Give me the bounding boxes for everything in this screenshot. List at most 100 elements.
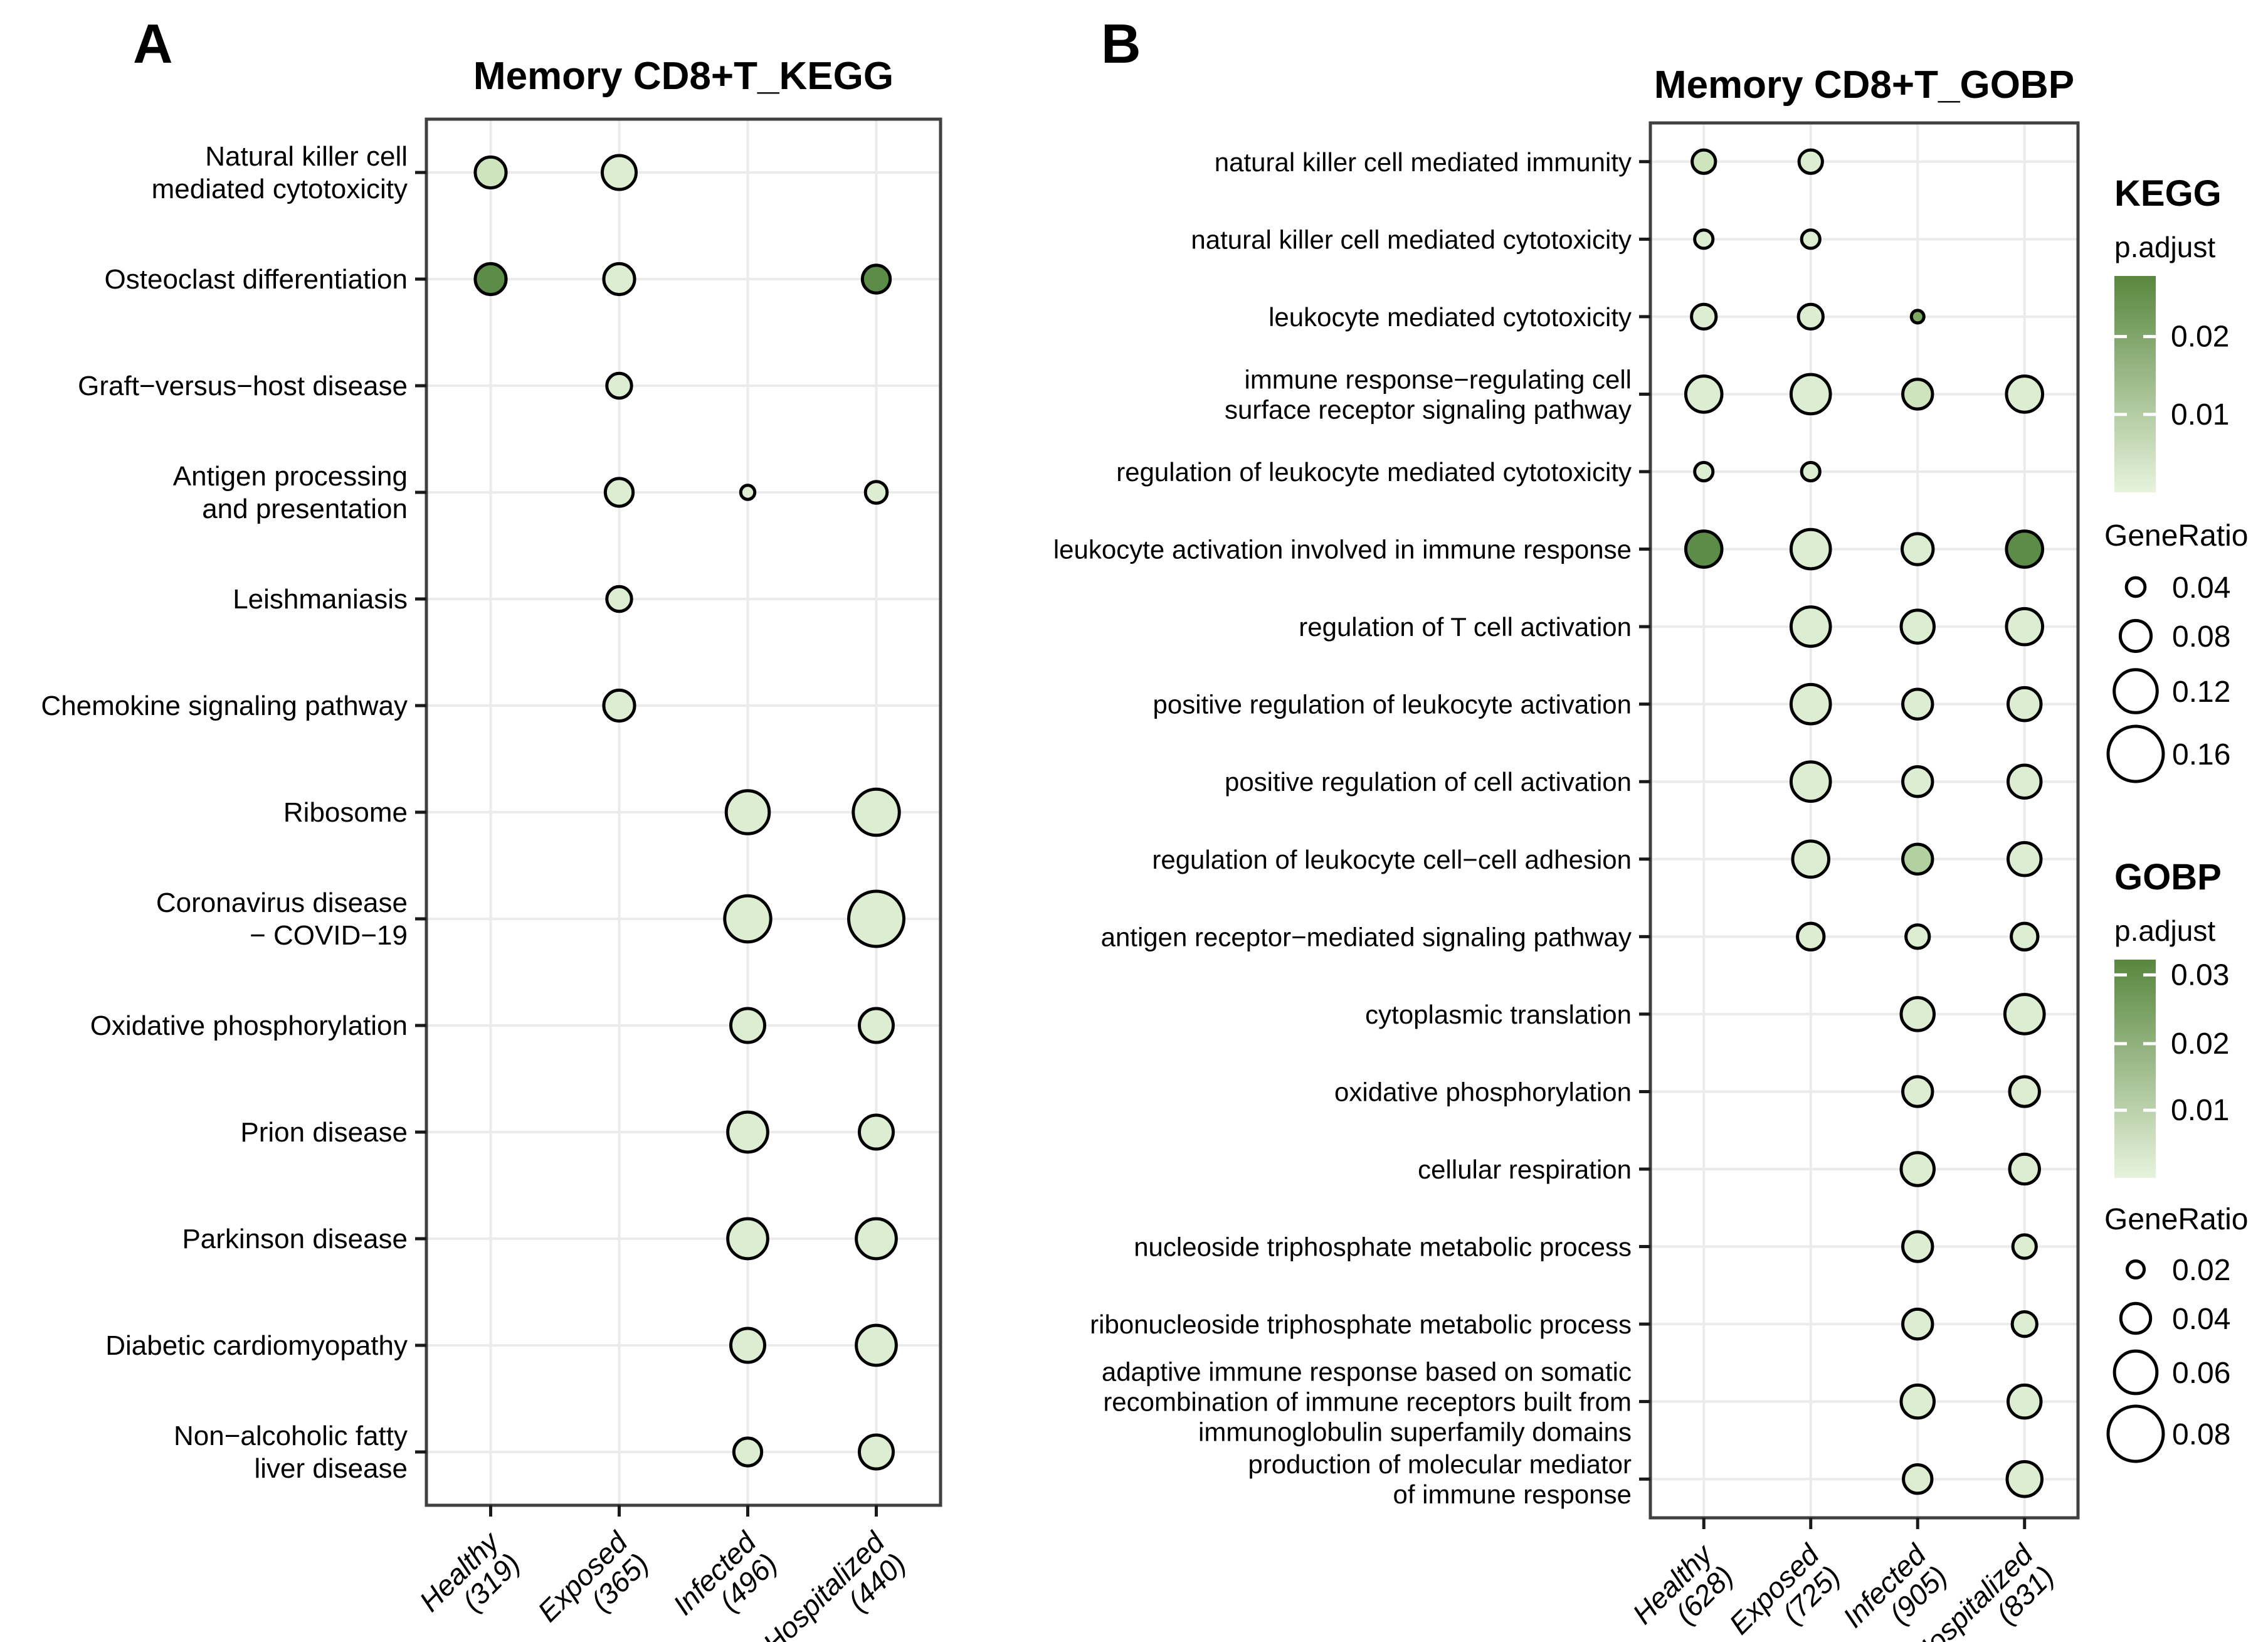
enrichment-dot bbox=[601, 154, 638, 191]
enrichment-dot bbox=[1789, 373, 1832, 416]
legend-title: KEGG bbox=[2114, 173, 2222, 214]
padjust-tick-label: 0.02 bbox=[2171, 1027, 2229, 1061]
enrichment-dot bbox=[2007, 686, 2043, 723]
enrichment-dot bbox=[2005, 529, 2045, 569]
enrichment-dot bbox=[2008, 1152, 2041, 1186]
pathway-label: regulation of T cell activation bbox=[1299, 612, 1632, 642]
generatio-size-circle bbox=[2106, 1404, 2165, 1463]
enrichment-dot bbox=[473, 262, 508, 297]
enrichment-dot bbox=[1901, 765, 1934, 798]
generatio-size-label: 0.04 bbox=[2172, 1303, 2230, 1336]
legend-kegg: KEGGp.adjust0.020.01GeneRatio0.040.080.1… bbox=[2104, 173, 2248, 783]
pathway-label: production of molecular mediator bbox=[1248, 1449, 1632, 1479]
enrichment-dot bbox=[605, 585, 633, 613]
pathway-label: Antigen processing bbox=[173, 461, 408, 492]
enrichment-dot bbox=[605, 371, 633, 400]
enrichment-dot bbox=[2010, 1310, 2039, 1338]
padjust-colorbar bbox=[2114, 960, 2156, 1178]
pathway-label: Parkinson disease bbox=[182, 1224, 408, 1254]
enrichment-dot bbox=[1797, 148, 1824, 175]
pathway-label: Coronavirus disease bbox=[156, 887, 408, 918]
panel-letter: B bbox=[1101, 13, 1141, 75]
pathway-label: mediated cytotoxicity bbox=[152, 174, 408, 204]
padjust-label: p.adjust bbox=[2114, 231, 2215, 263]
enrichment-dot bbox=[723, 894, 773, 944]
pathway-label: nucleoside triphosphate metabolic proces… bbox=[1134, 1232, 1632, 1262]
enrichment-dot bbox=[602, 262, 636, 297]
pathway-label: Non−alcoholic fatty bbox=[174, 1421, 408, 1451]
generatio-size-circle bbox=[2106, 724, 2165, 783]
enrichment-dot bbox=[858, 1007, 895, 1044]
pathway-label: Ribosome bbox=[283, 797, 408, 828]
generatio-size-label: 0.04 bbox=[2172, 571, 2230, 605]
pathway-label: Prion disease bbox=[240, 1117, 408, 1148]
pathway-label: Graft−versus−host disease bbox=[78, 371, 408, 401]
enrichment-dot bbox=[858, 1113, 895, 1151]
pathway-label: leukocyte mediated cytotoxicity bbox=[1268, 302, 1632, 332]
enrichment-dot bbox=[858, 1433, 895, 1471]
pathway-label: immunoglobulin superfamily domains bbox=[1198, 1417, 1632, 1447]
enrichment-dot bbox=[1901, 1307, 1934, 1341]
enrichment-dot bbox=[1796, 921, 1826, 951]
enrichment-dot bbox=[1899, 996, 1936, 1032]
generatio-size-circle bbox=[2119, 1301, 2153, 1335]
enrichment-dot bbox=[2007, 1383, 2043, 1420]
pathway-label: and presentation bbox=[202, 494, 408, 524]
enrichment-dot bbox=[729, 1007, 766, 1044]
enrichment-dot bbox=[726, 1110, 769, 1154]
enrichment-dot bbox=[1684, 374, 1724, 414]
pathway-label: ribonucleoside triphosphate metabolic pr… bbox=[1090, 1310, 1632, 1339]
enrichment-dot bbox=[473, 155, 508, 190]
pathway-label: − COVID−19 bbox=[250, 920, 408, 951]
padjust-label: p.adjust bbox=[2114, 914, 2215, 947]
pathway-label: of immune response bbox=[1393, 1480, 1632, 1509]
pathway-label: adaptive immune response based on somati… bbox=[1102, 1357, 1632, 1387]
generatio-size-circle bbox=[2112, 1349, 2159, 1396]
enrichment-dot bbox=[603, 477, 635, 508]
enrichment-dot bbox=[2007, 763, 2043, 800]
enrichment-dot bbox=[855, 1323, 898, 1367]
pathway-label: Leishmaniasis bbox=[233, 584, 408, 615]
pathway-label: Oxidative phosphorylation bbox=[90, 1010, 408, 1041]
pathway-label: antigen receptor−mediated signaling path… bbox=[1101, 922, 1632, 951]
enrichment-dot bbox=[863, 480, 889, 505]
generatio-size-circle bbox=[2118, 618, 2153, 654]
enrichment-dot bbox=[1899, 608, 1936, 645]
panel-title: Memory CD8+T_KEGG bbox=[473, 55, 894, 98]
pathway-label: Osteoclast differentiation bbox=[105, 264, 408, 295]
plot-frame bbox=[1648, 121, 2080, 1520]
pathway-label: positive regulation of leukocyte activat… bbox=[1153, 690, 1632, 719]
enrichment-dot bbox=[1789, 760, 1832, 803]
enrichment-dot bbox=[1899, 1383, 1936, 1420]
pathway-label: recombination of immune receptors built … bbox=[1103, 1387, 1632, 1417]
enrichment-dot bbox=[1901, 687, 1934, 721]
enrichment-dot bbox=[1800, 228, 1822, 250]
enrichment-dot bbox=[1693, 228, 1715, 250]
enrichment-dot bbox=[1690, 302, 1718, 331]
enrichment-dot bbox=[1789, 682, 1832, 726]
pathway-label: natural killer cell mediated cytotoxicit… bbox=[1191, 225, 1632, 254]
enrichment-dot bbox=[2005, 1459, 2044, 1498]
enrichment-dot bbox=[2005, 606, 2045, 647]
generatio-label: GeneRatio bbox=[2104, 519, 2248, 553]
enrichment-dot bbox=[739, 484, 757, 501]
generatio-size-circle bbox=[2124, 576, 2147, 598]
pathway-label: oxidative phosphorylation bbox=[1334, 1077, 1632, 1106]
enrichment-dot bbox=[1901, 1230, 1934, 1263]
enrichment-dot bbox=[2008, 1075, 2041, 1108]
enrichment-dot bbox=[2007, 841, 2043, 877]
enrichment-dot bbox=[1901, 842, 1934, 876]
pathway-label: leukocyte activation involved in immune … bbox=[1053, 535, 1632, 564]
enrichment-dot bbox=[726, 1217, 769, 1261]
panel-title: Memory CD8+T_GOBP bbox=[1654, 63, 2074, 107]
enrichment-dot bbox=[852, 787, 901, 837]
generatio-size-label: 0.06 bbox=[2172, 1357, 2230, 1390]
enrichment-dot bbox=[1901, 532, 1935, 566]
padjust-tick-label: 0.01 bbox=[2171, 1094, 2229, 1127]
enrichment-dot bbox=[1684, 529, 1724, 569]
pathway-label: Natural killer cell bbox=[205, 141, 408, 172]
padjust-tick-label: 0.02 bbox=[2171, 320, 2229, 354]
